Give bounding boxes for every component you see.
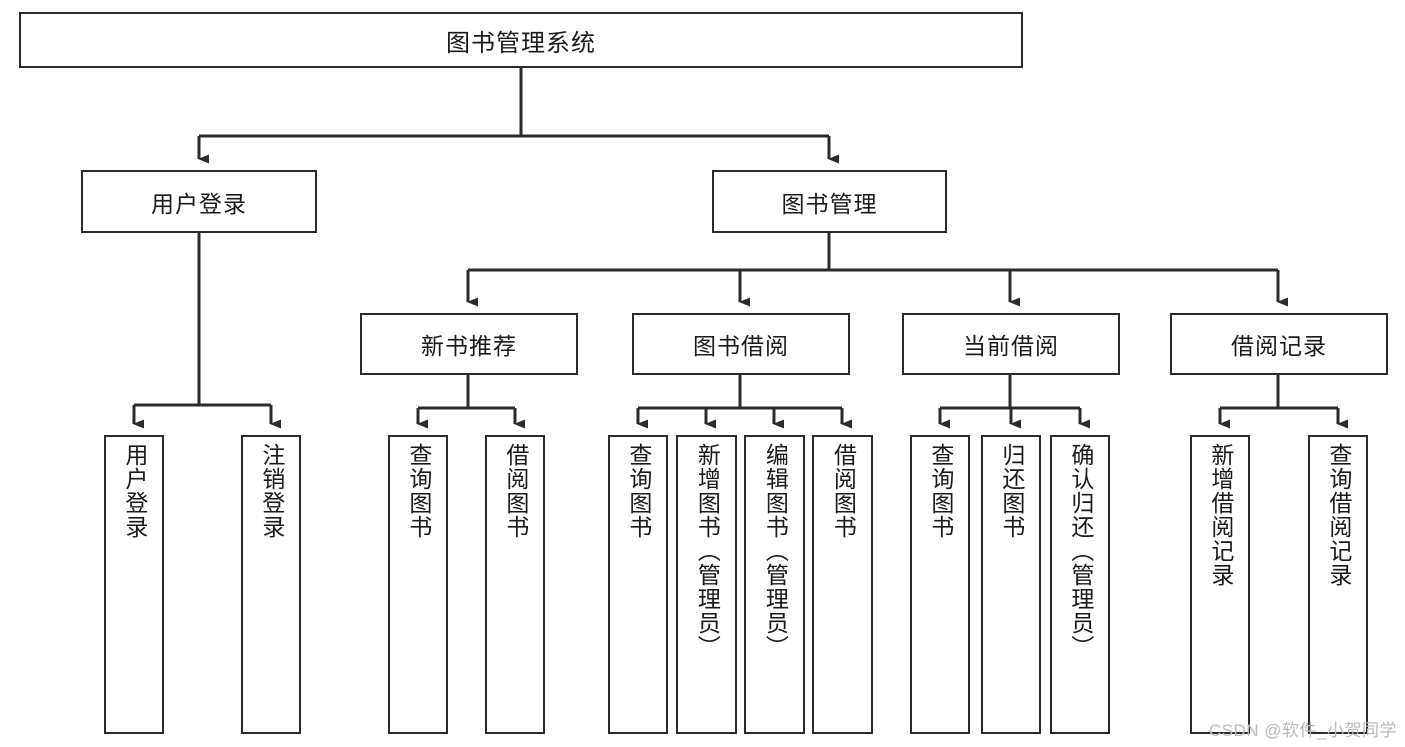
node-label: 新书推荐 — [421, 333, 517, 359]
node-leaf-current-return-book[interactable]: 归还图书 — [981, 435, 1041, 734]
node-label: 用户登录 — [151, 190, 247, 217]
node-leaf-record-query[interactable]: 查询借阅记录 — [1308, 435, 1368, 734]
node-label: 查询图书 — [625, 443, 652, 539]
node-leaf-current-confirm-return[interactable]: 确认归还（管理员） — [1050, 435, 1110, 734]
node-label: 用户登录 — [121, 443, 148, 539]
node-label: 查询借阅记录 — [1325, 443, 1352, 587]
node-label: 新增图书（管理员） — [694, 443, 721, 659]
watermark-label: CSDN @软件_小贺同学 — [1208, 721, 1397, 740]
node-leaf-borrow-edit-book[interactable]: 编辑图书（管理员） — [744, 435, 805, 734]
node-leaf-record-add[interactable]: 新增借阅记录 — [1190, 435, 1250, 734]
node-leaf-borrow-borrow-book[interactable]: 借阅图书 — [812, 435, 873, 734]
node-label: 图书管理系统 — [446, 29, 596, 57]
node-label: 图书管理 — [781, 190, 878, 217]
node-label: 查询图书 — [927, 443, 954, 539]
node-leaf-borrow-query-book[interactable]: 查询图书 — [608, 435, 668, 734]
node-l2-borrow-record[interactable]: 借阅记录 — [1170, 313, 1388, 375]
node-label: 新增借阅记录 — [1207, 443, 1234, 587]
node-l2-book-borrow[interactable]: 图书借阅 — [632, 313, 850, 375]
node-l1-user-login[interactable]: 用户登录 — [81, 170, 317, 233]
node-leaf-borrow-add-book[interactable]: 新增图书（管理员） — [676, 435, 737, 734]
node-leaf-logout[interactable]: 注销登录 — [241, 435, 301, 734]
node-l2-current-borrow[interactable]: 当前借阅 — [902, 313, 1120, 375]
node-root[interactable]: 图书管理系统 — [19, 12, 1023, 68]
node-leaf-rec-query-book[interactable]: 查询图书 — [388, 435, 448, 734]
node-label: 借阅图书 — [830, 443, 857, 539]
node-label: 图书借阅 — [693, 333, 789, 359]
node-leaf-current-query-book[interactable]: 查询图书 — [910, 435, 970, 734]
node-label: 编辑图书（管理员） — [762, 443, 789, 659]
node-label: 归还图书 — [998, 443, 1025, 539]
node-label: 查询图书 — [405, 443, 432, 539]
node-leaf-user-login[interactable]: 用户登录 — [104, 435, 164, 734]
node-leaf-rec-borrow-book[interactable]: 借阅图书 — [485, 435, 545, 734]
node-label: 注销登录 — [258, 443, 285, 539]
node-label: 当前借阅 — [963, 333, 1059, 359]
node-l2-new-book-rec[interactable]: 新书推荐 — [360, 313, 578, 375]
node-label: 借阅记录 — [1231, 333, 1327, 359]
node-label: 确认归还（管理员） — [1067, 443, 1094, 659]
node-l1-book-manage[interactable]: 图书管理 — [712, 170, 947, 233]
node-label: 借阅图书 — [502, 443, 529, 539]
